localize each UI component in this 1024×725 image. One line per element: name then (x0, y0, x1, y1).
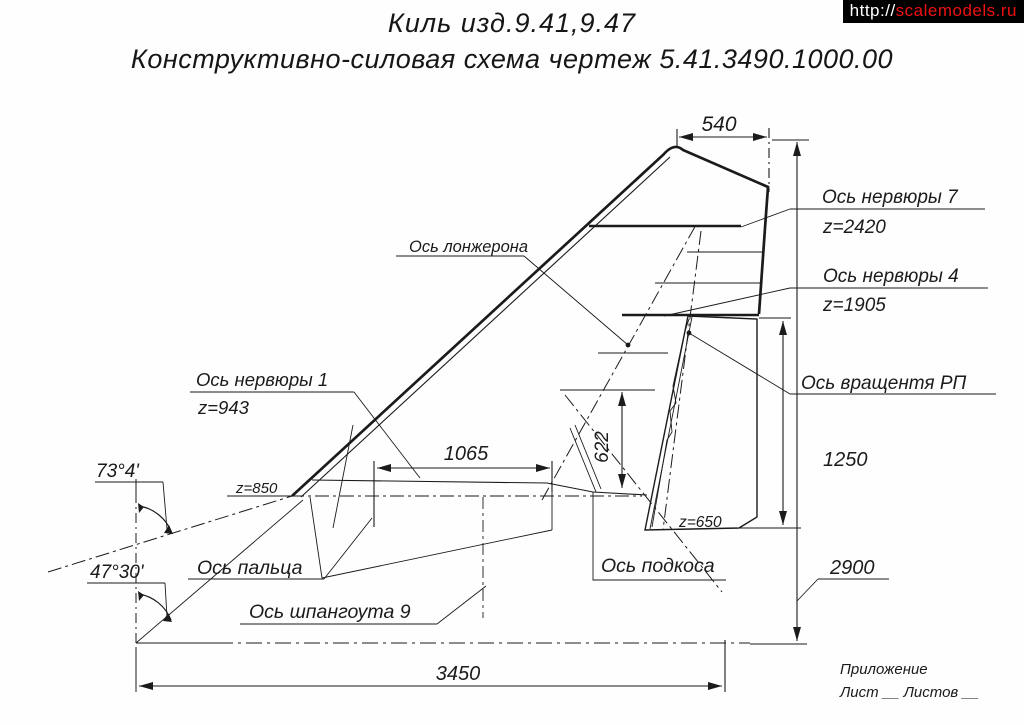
dim1250-value: 1250 (823, 449, 868, 471)
leading-edge-inner-line (300, 156, 671, 498)
dim1065-ext (373, 461, 553, 527)
angle73-value: 73°4' (96, 461, 140, 482)
dim2900-value: 2900 (829, 557, 875, 579)
spar-axis-label: Ось лонжерона (409, 238, 528, 256)
angle-references (47, 479, 750, 692)
watermark-banner: http://scalemodels.ru (842, 0, 1024, 23)
rib1-axis-label: Ось нервюры 1 (196, 369, 328, 390)
dim540-value: 540 (701, 113, 736, 136)
watermark-url-prefix: http:// (849, 1, 896, 20)
hinge-leader-dot (686, 330, 692, 336)
strut-axis-callout (592, 492, 726, 581)
root-z-value: z=850 (235, 480, 278, 497)
drawing-subtitle: Конструктивно-силовая схема чертеж 5.41.… (130, 44, 894, 74)
drawing-title: Киль изд.9.41,9.47 (387, 8, 637, 38)
rudder-structure (644, 315, 758, 531)
dim2900-leader (796, 578, 889, 602)
horizontal-ref-axis (47, 495, 293, 573)
strut-member (569, 424, 602, 493)
dim2900-ext (750, 139, 809, 645)
dim1065-value: 1065 (444, 443, 489, 465)
frame9-leader (240, 585, 487, 625)
rudder-spar-line (651, 318, 690, 528)
rib7-axis-label: Ось нервюры 7 (822, 187, 959, 208)
rudder-root-z-value: z=650 (678, 514, 722, 531)
strut-axis-line (564, 394, 723, 593)
rudder-hinge-axis-label: Ось вращентя РП (801, 373, 967, 394)
rib7-z-value: z=2420 (822, 217, 886, 238)
rib1-leader (190, 391, 421, 479)
angle73-leader (95, 481, 168, 530)
dimension-lines (139, 128, 809, 692)
angle47-value: 47°30' (90, 562, 145, 583)
fin-structure (290, 145, 770, 618)
fin-outline (291, 145, 770, 497)
rib7-leader (740, 208, 985, 228)
angle-arc-arrowheads (138, 503, 173, 622)
rudder-hinge-axis-line (662, 230, 702, 531)
spar-axis-line (541, 222, 698, 501)
leading-edge-extension-line (135, 499, 304, 644)
appendix-label: Приложение (840, 661, 928, 678)
pin-axis-leader (188, 517, 373, 580)
pin-axis-label: Ось пальца (197, 557, 303, 579)
strut-axis-label: Ось подкоса (601, 555, 715, 577)
rib4-leader (663, 287, 988, 317)
dim622-value: 622 (592, 431, 613, 463)
watermark-site: scalemodels.ru (895, 1, 1017, 20)
rib4-axis-label: Ось нервюры 4 (823, 266, 959, 287)
rib1-z-value: z=943 (197, 397, 250, 418)
angle47-leader (87, 582, 168, 618)
spar-leader (396, 255, 629, 346)
dim3450-value: 3450 (436, 663, 481, 685)
sheet-label: Лист __ Листов __ (839, 684, 979, 701)
spar-leader-dot (625, 342, 631, 348)
leader-lines (87, 208, 996, 625)
rib1-root-line (311, 479, 648, 496)
hinge-leader (688, 332, 996, 395)
frame9-axis-label: Ось шпангоута 9 (249, 601, 411, 623)
root-attachment-structure (309, 424, 553, 579)
rudder-outline (644, 315, 758, 531)
rib4-z-value: z=1905 (822, 295, 886, 316)
dim1250-ext (740, 317, 801, 529)
